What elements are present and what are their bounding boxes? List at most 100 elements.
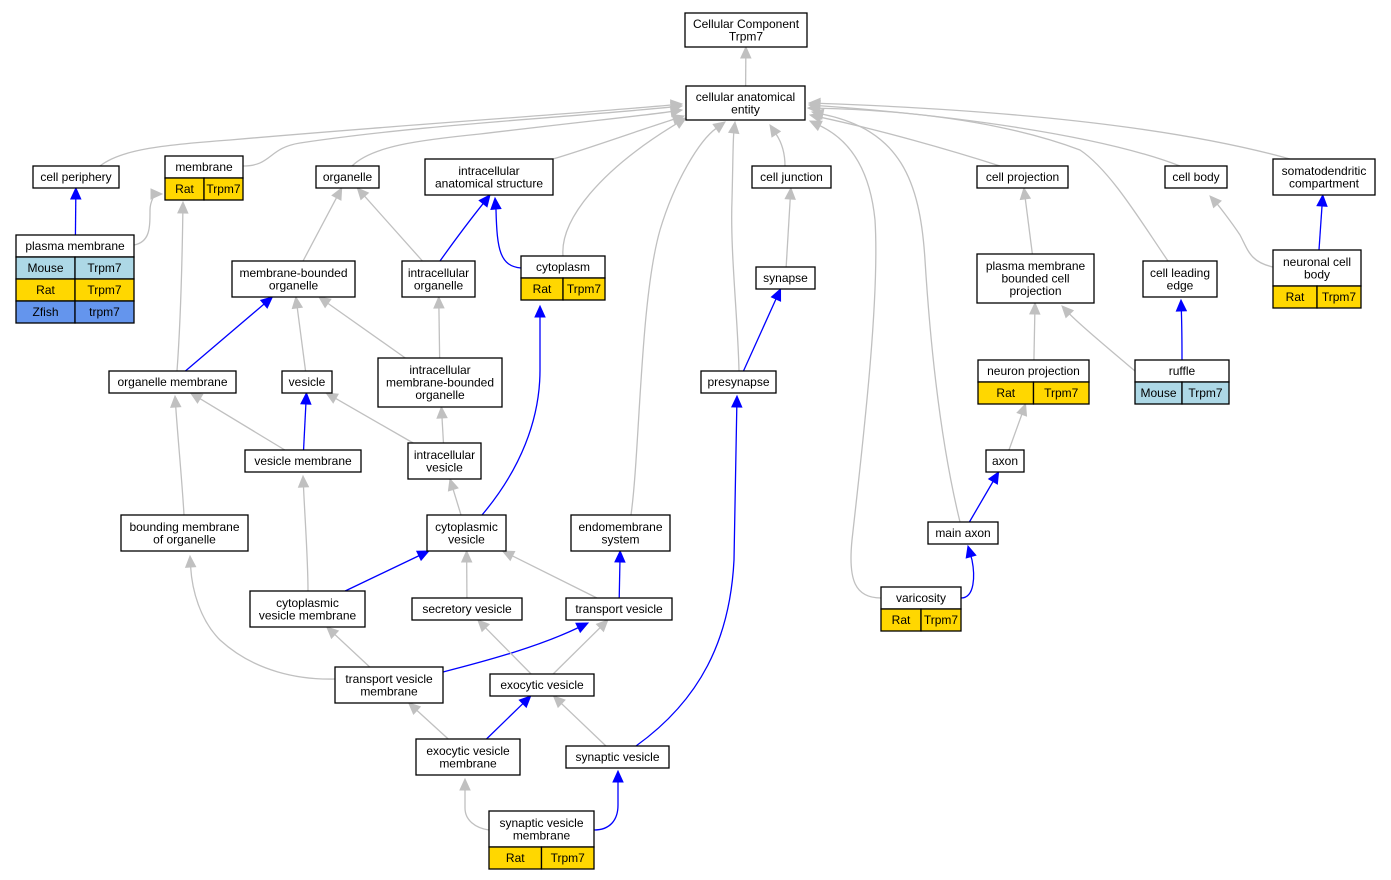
edge-varicosity-to-cae-arrowhead [808, 120, 823, 132]
node-label: organelle membrane [117, 375, 227, 389]
node-label: cytoplasmic [276, 596, 339, 610]
node-label: Cellular Component [693, 17, 800, 31]
gene-label: Trpm7 [1322, 290, 1357, 304]
node-synapse[interactable]: synapse [755, 266, 816, 290]
edge-main-axon-to-axon [968, 481, 994, 523]
edge-cytoplasm-to-ias-arrowhead [490, 196, 502, 210]
edge-iv-to-vesicle-arrowhead [325, 392, 339, 404]
edge-cytoplasm-to-ias [495, 208, 522, 269]
node-box [565, 745, 670, 769]
edge-cytoplasm-to-cae [562, 123, 677, 257]
edge-somato-to-cae-arrowhead [807, 97, 821, 110]
node-vm[interactable]: vesicle membrane [244, 449, 362, 473]
edge-ncb-to-cell-body [1216, 203, 1274, 268]
edge-cell-body-to-cae [819, 105, 1181, 167]
edge-mbo-to-organelle-arrowhead [331, 186, 343, 201]
edge-plasma-membrane-to-membrane [133, 193, 155, 246]
edge-tvm-to-bmo-arrowhead [184, 554, 197, 568]
node-main-axon[interactable]: main axon [927, 521, 999, 545]
gene-cell [203, 177, 244, 201]
edge-cvm-to-vm-arrowhead [297, 474, 310, 488]
node-cell-junction[interactable]: cell junction [751, 165, 832, 189]
node-om[interactable]: organelle membrane [108, 370, 237, 394]
edge-io-to-organelle-arrowhead [356, 187, 370, 201]
node-cell-body[interactable]: cell body [1164, 165, 1228, 189]
edge-syn-v-to-presynapse-arrowhead [731, 394, 743, 408]
edge-presynapse-to-synapse [742, 298, 777, 372]
node-box [927, 521, 999, 545]
node-box [570, 514, 671, 552]
node-label: vesicle [448, 532, 485, 546]
node-tv[interactable]: transport vesicle [565, 597, 673, 621]
node-sec-v[interactable]: secretory vesicle [411, 597, 523, 621]
edge-imbo-to-io [438, 307, 441, 359]
edge-cv-to-cytoplasm-arrowhead [534, 304, 546, 318]
node-label: cytoplasmic [435, 520, 498, 534]
edge-neuron-projection-to-pmbcp-arrowhead [1029, 301, 1041, 315]
node-box [1272, 158, 1376, 196]
node-syn-v[interactable]: synaptic vesicle [565, 745, 670, 769]
node-organelle[interactable]: organelle [315, 165, 380, 189]
edge-synapse-to-cell-junction [785, 198, 791, 268]
edge-vm-to-om [199, 398, 286, 451]
node-box [565, 597, 673, 621]
edge-pmbcp-to-cell-projection-arrowhead [1019, 186, 1032, 201]
node-label: intracellular [414, 448, 475, 462]
species-label: Rat [506, 851, 525, 865]
node-box [411, 597, 523, 621]
edge-tvm-to-cvm [334, 634, 371, 668]
edge-syn-v-to-ev [561, 703, 607, 747]
species-label: Zfish [32, 305, 58, 319]
gene-cell [1316, 285, 1362, 309]
node-label: intracellular [409, 363, 470, 377]
node-box [281, 370, 333, 394]
node-label: intracellular [408, 266, 469, 280]
node-label: anatomical structure [435, 176, 543, 190]
edge-cell-junction-to-cae [775, 133, 786, 167]
node-label: of organelle [153, 532, 216, 546]
gene-label: Trpm7 [924, 613, 959, 627]
species-label: Mouse [1140, 386, 1176, 400]
node-presynapse[interactable]: presynapse [700, 370, 777, 394]
node-label: bounded cell [1001, 272, 1069, 286]
node-label: synaptic vesicle [575, 750, 659, 764]
node-cell-projection[interactable]: cell projection [976, 165, 1069, 189]
node-axon[interactable]: axon [985, 449, 1025, 473]
node-label: synaptic vesicle [499, 816, 583, 830]
node-box [685, 85, 806, 121]
node-cell-periphery[interactable]: cell periphery [32, 165, 120, 189]
node-box [249, 590, 366, 628]
node-vesicle[interactable]: vesicle [281, 370, 333, 394]
node-label: membrane [360, 684, 418, 698]
node-ev[interactable]: exocytic vesicle [489, 673, 595, 697]
edge-bmo-to-om [175, 406, 185, 516]
node-label: cell periphery [40, 170, 111, 184]
